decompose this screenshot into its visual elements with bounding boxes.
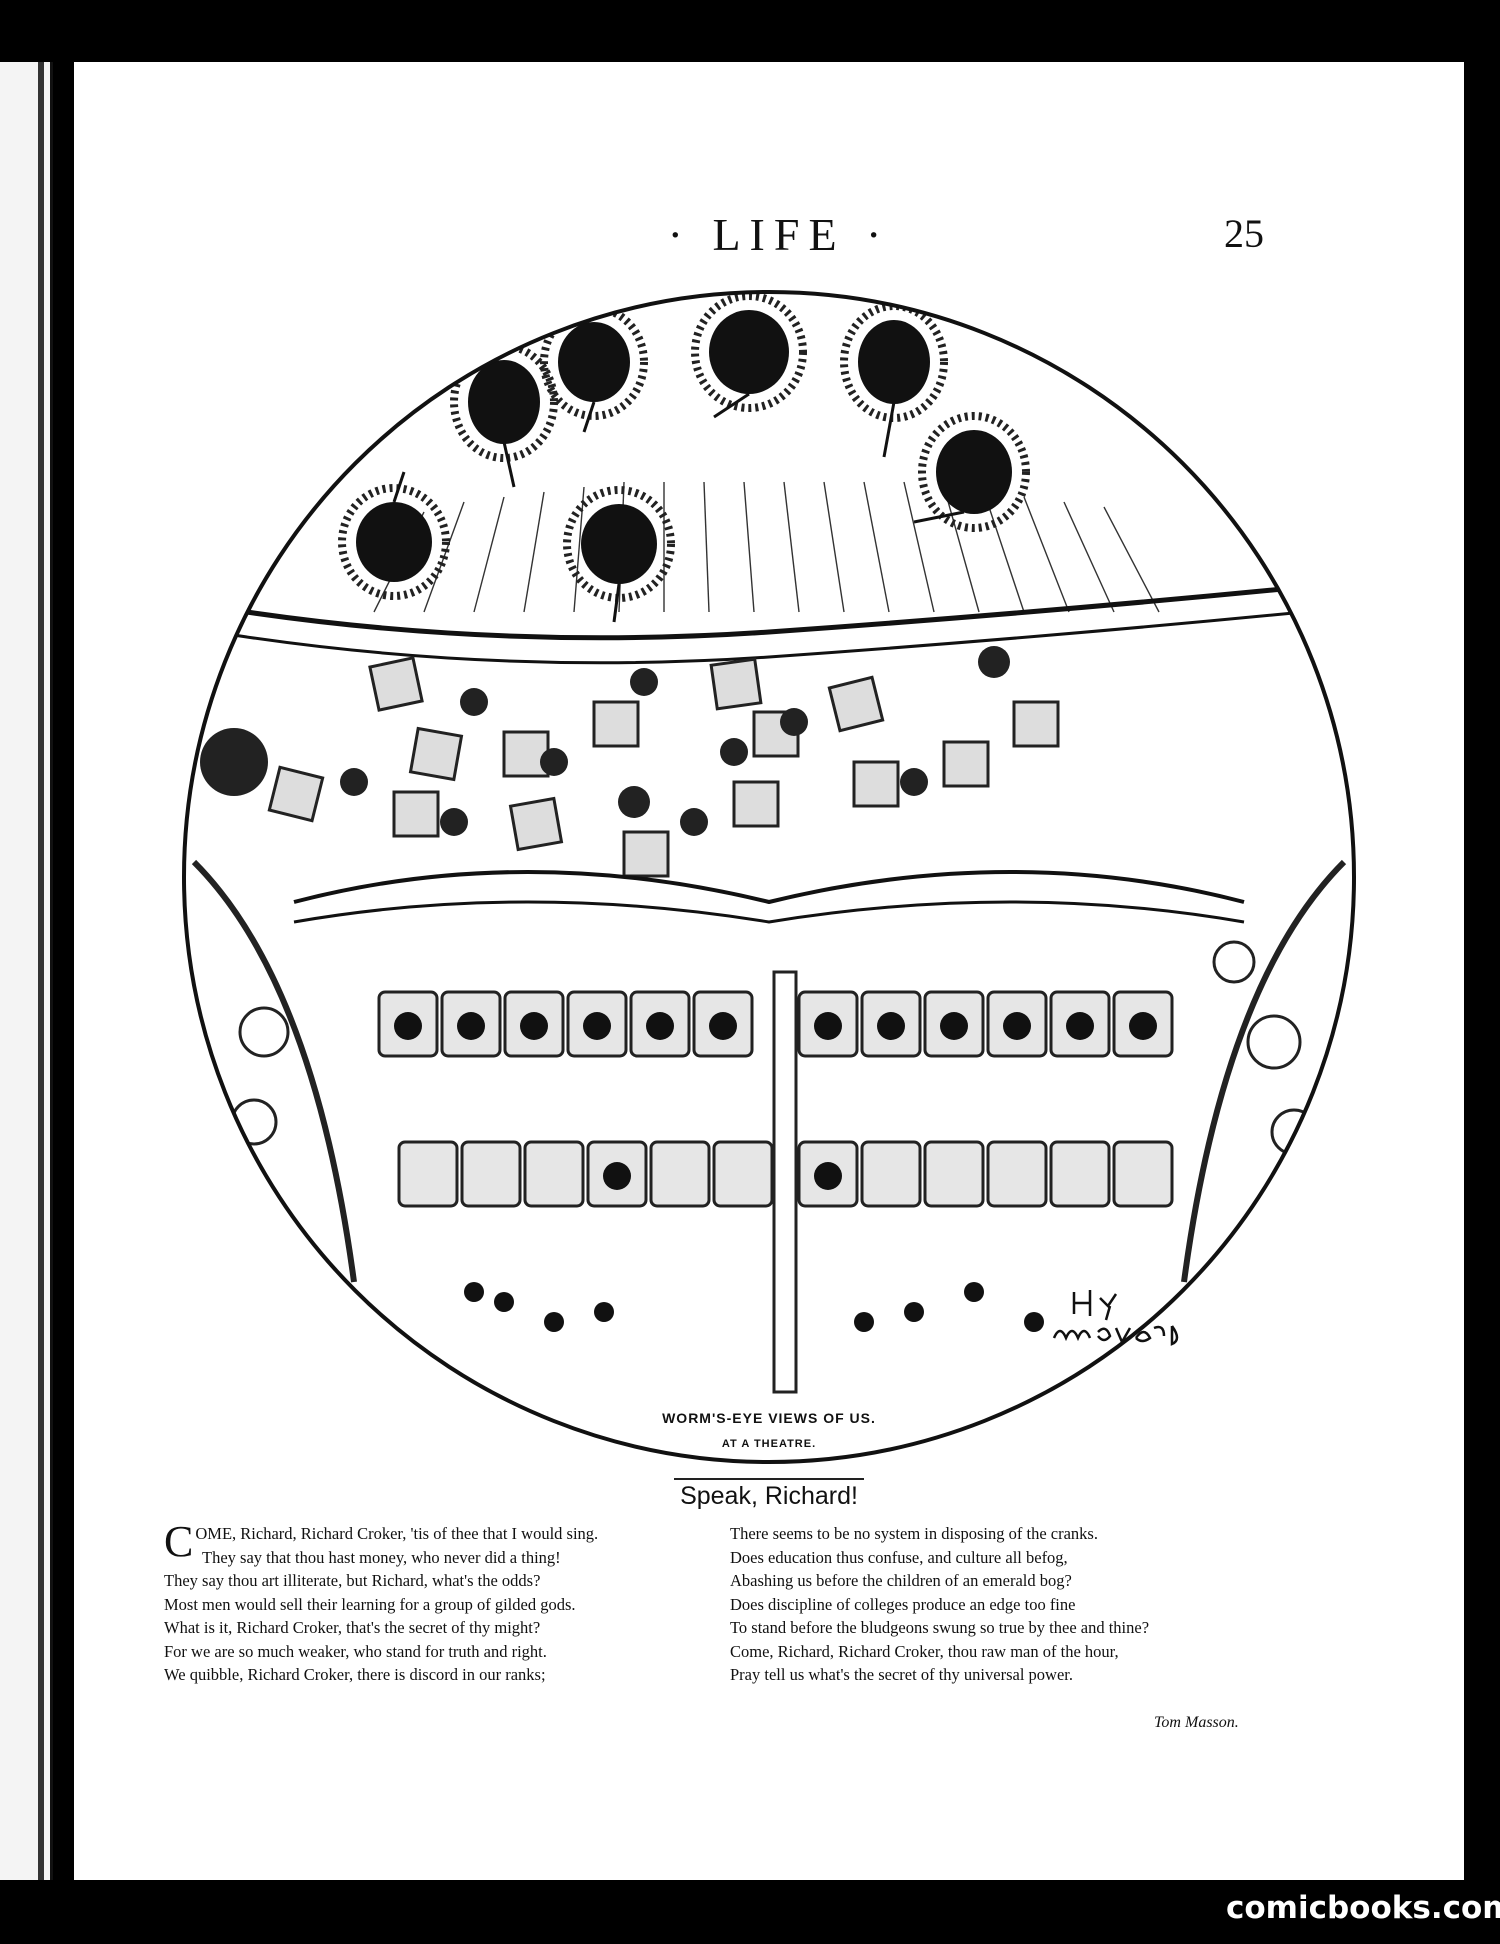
masthead-title: · LIFE · xyxy=(667,209,891,260)
facing-page-edge xyxy=(0,62,53,1880)
section-divider xyxy=(674,1478,864,1480)
poem-line: Does education thus confuse, and culture… xyxy=(730,1547,1068,1567)
poem-line: What is it, Richard Croker, that's the s… xyxy=(164,1618,541,1637)
poem-line: There seems to be no system in disposing… xyxy=(730,1524,1098,1543)
poem-author: Tom Masson. xyxy=(1154,1714,1239,1731)
artist-signature xyxy=(1052,1290,1179,1346)
poem-line: Most men would sell their learning for a… xyxy=(164,1594,576,1614)
illustration-caption: WORM'S-EYE VIEWS OF US. xyxy=(662,1410,876,1426)
poem-line: Come, Richard, Richard Croker, thou raw … xyxy=(730,1641,1119,1661)
poem-right-column: There seems to be no system in disposing… xyxy=(730,1522,1390,1687)
magazine-page: · LIFE · 25 xyxy=(74,62,1464,1880)
drop-cap: C xyxy=(164,1517,194,1566)
poem-title: Speak, Richard! xyxy=(680,1482,858,1510)
poem-line: Abashing us before the children of an em… xyxy=(730,1571,1072,1590)
poem-line: They say thou art illiterate, but Richar… xyxy=(164,1571,541,1590)
poem-line: For we are so much weaker, who stand for… xyxy=(164,1641,547,1661)
theatre-illustration xyxy=(182,290,1356,1464)
illustration-subcaption: AT A THEATRE. xyxy=(721,1438,817,1450)
poem-line: Does discipline of colleges produce an e… xyxy=(730,1594,1076,1614)
poem-line: They say that thou hast money, who never… xyxy=(202,1547,561,1567)
poem-line: To stand before the bludgeons swung so t… xyxy=(730,1618,1150,1637)
poem-line: Pray tell us what's the secret of thy un… xyxy=(730,1665,1073,1684)
page-number: 25 xyxy=(1224,211,1264,256)
poem-line: We quibble, Richard Croker, there is dis… xyxy=(164,1665,546,1684)
site-watermark: comicbooks.com xyxy=(1226,1890,1500,1926)
